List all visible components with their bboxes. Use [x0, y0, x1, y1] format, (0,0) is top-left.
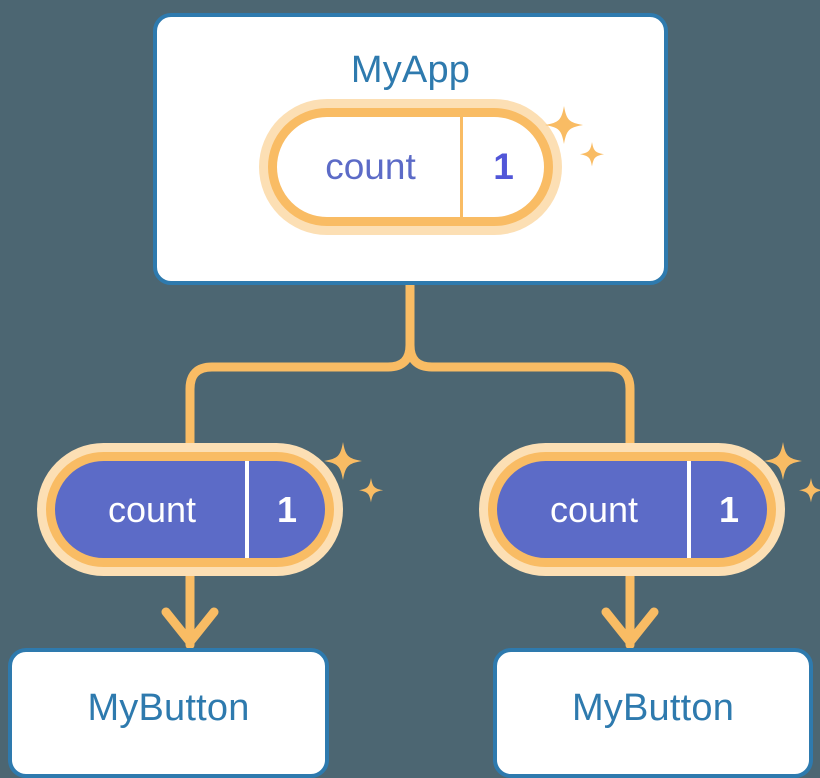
- state-flow-arrowhead-right: [601, 607, 659, 647]
- state-key-cell: count: [55, 461, 245, 558]
- component-card-mybutton-right[interactable]: MyButton: [493, 648, 813, 778]
- state-value-label: 1: [718, 488, 740, 530]
- state-key-cell: count: [277, 117, 460, 217]
- state-pill-body: count 1: [268, 108, 553, 226]
- state-value-cell: 1: [245, 461, 325, 558]
- state-value-cell: 1: [687, 461, 767, 558]
- state-pill-mybutton-right[interactable]: count 1: [488, 452, 776, 567]
- state-pill-body: count 1: [488, 452, 776, 567]
- component-card-mybutton-left[interactable]: MyButton: [8, 648, 329, 778]
- state-pill-myapp[interactable]: count 1: [268, 108, 553, 226]
- state-pill-body: count 1: [46, 452, 334, 567]
- state-key-label: count: [107, 488, 197, 530]
- state-key-label: count: [325, 146, 416, 187]
- state-value-cell: 1: [460, 117, 544, 217]
- state-key-label: count: [549, 488, 639, 530]
- component-title-mybutton-right: MyButton: [571, 687, 735, 729]
- component-title-mybutton-left: MyButton: [87, 687, 250, 729]
- component-title-myapp: MyApp: [350, 49, 471, 91]
- state-flow-arrowhead-left: [161, 607, 219, 647]
- state-key-cell: count: [497, 461, 687, 558]
- state-value-label: 1: [276, 488, 298, 530]
- state-value-label: 1: [493, 146, 514, 187]
- state-flow-branch-left: [185, 280, 415, 457]
- state-flow-branch-right: [405, 280, 635, 457]
- state-pill-mybutton-left[interactable]: count 1: [46, 452, 334, 567]
